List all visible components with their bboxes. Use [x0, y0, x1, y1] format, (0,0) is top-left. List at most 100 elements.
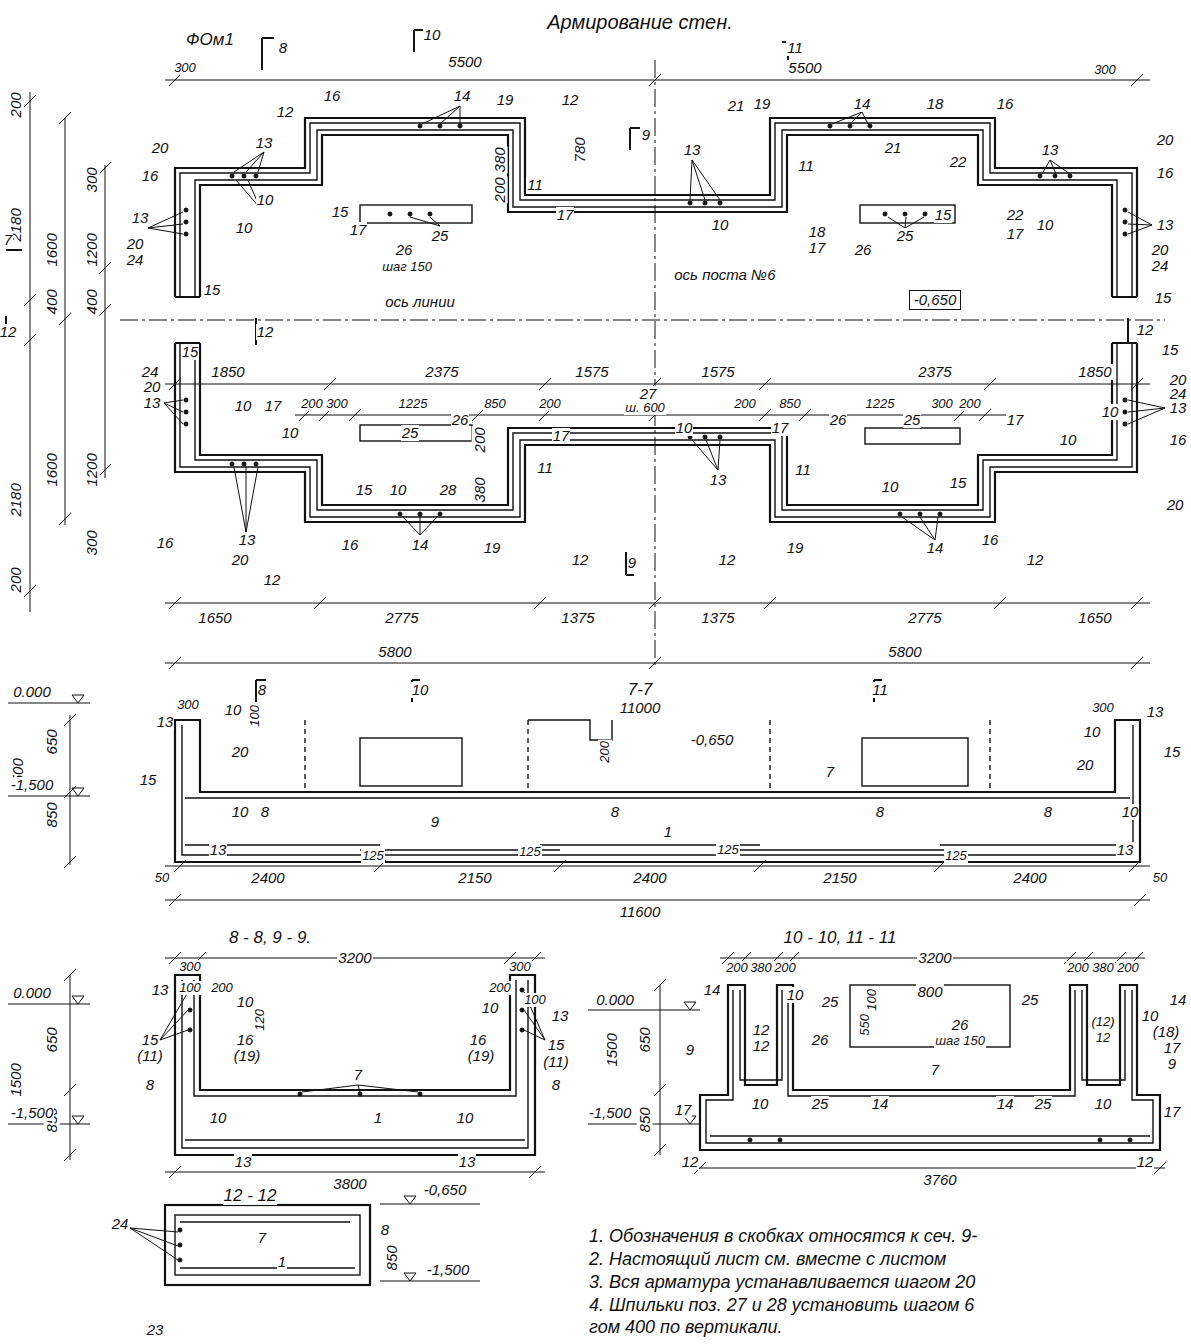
drawing-label: 200 [300, 397, 324, 411]
drawing-label: 550 [858, 1013, 872, 1037]
drawing-label: 11600 [619, 904, 662, 920]
drawing-label: 10 [675, 420, 694, 436]
drawing-label: 18 [926, 96, 945, 112]
drawing-label: 11 [797, 158, 815, 174]
drawing-label: 2775 [907, 610, 942, 626]
drawing-label: 7 [257, 1230, 267, 1246]
drawing-label: 8 [257, 682, 267, 698]
drawing-label: 19 [496, 92, 515, 108]
drawing-label: 380 [749, 961, 773, 975]
drawing-label: 26 [811, 1032, 830, 1048]
drawing-label: 780 [572, 136, 588, 163]
drawing-label: 20 [126, 236, 145, 252]
drawing-label: -0,650 [690, 732, 735, 748]
drawing-label: 26 [854, 242, 873, 258]
drawing-label: 850 [384, 1244, 400, 1271]
drawing-label: 1 [373, 1110, 383, 1126]
drawing-label: 50 [154, 871, 170, 885]
drawing-label: 8 [551, 1077, 561, 1093]
drawing-label: 100 [865, 988, 879, 1012]
drawing-label: 24 [141, 364, 160, 380]
drawing-label: 13 [143, 395, 162, 411]
drawing-label: 10 [711, 217, 730, 233]
drawing-label: 200 [598, 740, 612, 764]
bar-dots [178, 124, 1132, 1262]
drawing-label: 400 [44, 288, 60, 315]
drawing-label: 1575 [700, 364, 735, 380]
drawing-label: (11) [136, 1048, 164, 1064]
drawing-label: 200 [725, 961, 749, 975]
drawing-label: -0,650 [423, 1182, 468, 1198]
drawing-label: 10 [234, 398, 253, 414]
drawing-label: 200 [492, 176, 508, 203]
drawing-label: 1575 [574, 364, 609, 380]
drawing-label: 300 [178, 960, 202, 974]
drawing-label: 100 [178, 981, 202, 995]
drawing-title: Армирование стен. [546, 12, 734, 33]
drawing-label: 13 [683, 142, 702, 158]
drawing-label: 13 [156, 714, 175, 730]
drawing-label: 15 [141, 1032, 160, 1048]
drawing-label: 25 [903, 412, 922, 428]
drawing-label: 200 [733, 397, 757, 411]
drawing-label: 8 [145, 1077, 155, 1093]
drawing-label: 16 [323, 88, 342, 104]
drawing-label: 2375 [917, 364, 952, 380]
drawing-label: 16 [981, 532, 1000, 548]
drawing-label: 7 [930, 1062, 940, 1078]
drawing-label: 300 [84, 529, 100, 556]
hidden-lines [305, 720, 990, 792]
drawing-label: 12 [571, 552, 590, 568]
drawing-label: 19 [483, 540, 502, 556]
drawing-label: 24 [111, 1216, 130, 1232]
drawing-label: 300 [325, 397, 349, 411]
drawing-label: 17 [556, 207, 575, 223]
drawing-label: 2400 [250, 870, 285, 886]
drawing-label: 1 [663, 824, 673, 840]
drawing-label: 13 [151, 982, 170, 998]
drawing-label: 10 [231, 804, 250, 820]
drawing-label: 12 [718, 552, 737, 568]
drawing-label: 2180 [8, 482, 24, 517]
drawing-label: 650 [637, 1026, 653, 1053]
drawing-label: 14 [453, 88, 472, 104]
drawing-label: 26 [395, 242, 414, 258]
drawing-label: 19 [786, 540, 805, 556]
drawing-label: 10 [1121, 804, 1140, 820]
drawing-label: 1650 [1077, 610, 1112, 626]
drawing-label: 10 [456, 1110, 475, 1126]
drawing-label: 10 [1083, 724, 1102, 740]
drawing-label: 5500 [787, 60, 822, 76]
drawing-label: 10 [881, 479, 900, 495]
drawing-label: 7 [353, 1067, 363, 1083]
drawing-label: 2150 [457, 870, 492, 886]
drawing-label: 24 [126, 252, 145, 268]
drawing-label: 13 [1116, 842, 1135, 858]
drawing-label: 12 [561, 92, 580, 108]
drawing-label: 22 [1006, 207, 1025, 223]
drawing-label: 21 [727, 98, 746, 114]
drawing-label: 10 [209, 1110, 228, 1126]
note-text: 1. Обозначения в скобках относятся к сеч… [588, 1227, 978, 1246]
drawing-label: 16 [996, 96, 1015, 112]
drawing-label: 20 [1151, 242, 1170, 258]
drawing-label: 14 [1169, 992, 1188, 1008]
drawing-label: 25 [811, 1096, 830, 1112]
drawing-label: 10 [1059, 432, 1078, 448]
note-text: 4. Шпильки поз. 27 и 28 установить шагом… [588, 1296, 975, 1315]
drawing-label: 2400 [632, 870, 667, 886]
drawing-label: 1600 [44, 452, 60, 487]
drawing-label: 9 [1167, 1056, 1177, 1072]
drawing-label: 200 [210, 981, 234, 995]
drawing-label: 23 [146, 1322, 165, 1338]
drawing-label: 12 [1136, 1154, 1155, 1170]
drawing-label: 1850 [210, 364, 245, 380]
drawing-label: 15 [331, 204, 350, 220]
drawing-label: -1,500 [588, 1105, 633, 1121]
note-text: гом 400 по вертикали. [588, 1318, 783, 1337]
drawing-label: 1650 [197, 610, 232, 626]
drawing-label: 10 [423, 27, 442, 43]
drawing-label: ось поста №6 [673, 267, 776, 283]
drawing-label: 125 [361, 849, 385, 863]
drawing-label: 26 [451, 412, 470, 428]
